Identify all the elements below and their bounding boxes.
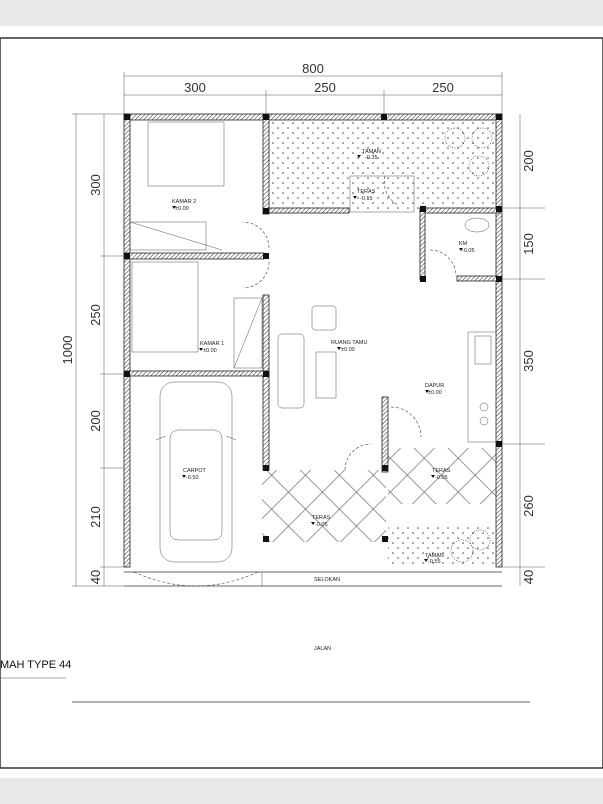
svg-text:TERAS: TERAS [432,468,451,474]
car [155,381,237,563]
svg-text:TERAS: TERAS [357,189,376,195]
svg-text:CARPOT: CARPOT [183,468,207,474]
svg-text:TERAS: TERAS [312,515,331,521]
svg-text:-0.05: -0.05 [435,475,448,481]
svg-text:±0.00: ±0.00 [341,347,355,353]
svg-text:250: 250 [314,80,336,95]
svg-text:1000: 1000 [60,336,75,365]
svg-text:±0.00: ±0.00 [203,348,217,354]
svg-text:JALAN: JALAN [314,646,331,652]
svg-text:±0.00: ±0.00 [175,206,189,212]
svg-text:±0.00: ±0.00 [428,390,442,396]
svg-text:KM: KM [459,241,468,247]
plant-icons [444,127,493,563]
svg-text:40: 40 [521,570,536,584]
svg-text:300: 300 [88,174,103,196]
svg-text:210: 210 [88,506,103,528]
drawing-sheet: 800 300 250 250 1000 300 250 200 210 40 … [0,26,603,778]
svg-text:KAMAR 1: KAMAR 1 [200,341,224,347]
sheet-border [0,37,603,769]
taman-front [388,525,498,567]
svg-text:350: 350 [521,350,536,372]
svg-text:-0.15: -0.15 [360,196,373,202]
svg-text:200: 200 [521,150,536,172]
walls [123,113,503,568]
svg-text:-0.35: -0.35 [365,155,378,161]
svg-text:150: 150 [521,233,536,255]
svg-text:260: 260 [521,495,536,517]
dimension-lines [72,72,545,587]
teras-side [388,448,498,504]
svg-text:RUANG TAMU: RUANG TAMU [331,340,367,346]
dimension-labels: 800 300 250 250 1000 300 250 200 210 40 … [60,61,536,584]
svg-text:TAMAN: TAMAN [425,553,444,559]
svg-text:40: 40 [88,570,103,584]
teras-front [262,470,386,542]
svg-text:250: 250 [88,304,103,326]
svg-text:-0.55: -0.55 [428,559,441,565]
svg-text:-0.05: -0.05 [315,522,328,528]
svg-text:KAMAR 2: KAMAR 2 [172,199,196,205]
floor-plan: 800 300 250 250 1000 300 250 200 210 40 … [0,37,603,769]
taman-back [270,118,498,210]
drawing-title: MAH TYPE 44 [0,659,71,671]
room-labels: KAMAR 2±0.00 TAMAN-0.35 TERAS-0.15 KM-0.… [172,149,475,652]
svg-text:DAPUR: DAPUR [425,383,444,389]
svg-text:SELOKAN: SELOKAN [314,577,340,583]
svg-text:250: 250 [432,80,454,95]
svg-text:-0.50: -0.50 [186,475,199,481]
svg-text:800: 800 [302,61,324,76]
furniture [129,121,497,587]
svg-text:200: 200 [88,410,103,432]
svg-text:TAMAN: TAMAN [362,149,381,155]
svg-text:-0.05: -0.05 [462,248,475,254]
svg-text:300: 300 [184,80,206,95]
